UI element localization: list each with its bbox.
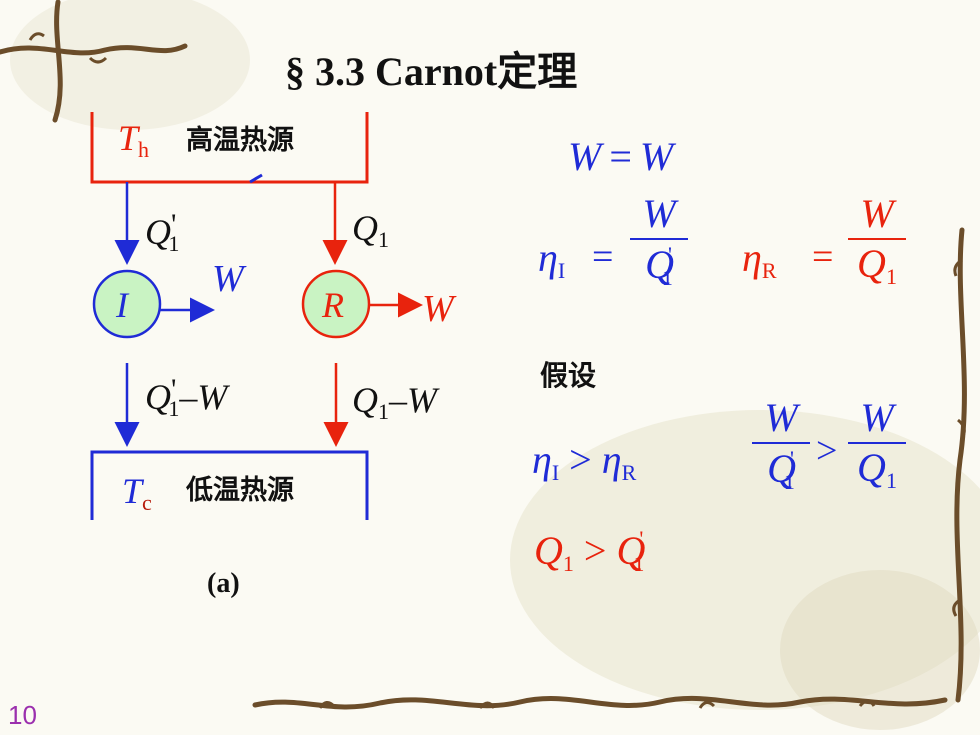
inequality-fraction-op: > — [816, 430, 838, 472]
eta-I-equals: = — [592, 236, 614, 278]
eta-R-fraction: W Q1 — [848, 194, 906, 288]
return-arrow-tip — [249, 173, 263, 184]
engine-I-circle — [92, 269, 162, 339]
page-number: 10 — [8, 700, 37, 730]
equation-w-equal: W=W — [568, 134, 674, 179]
eta-I-symbol: ηI — [538, 235, 566, 283]
cold-reservoir-symbol: Tc — [122, 471, 152, 515]
cold-reservoir-label: 低温热源 — [186, 475, 294, 506]
heat-out-I-label: Q'1–W — [145, 373, 228, 421]
inequality-eta: ηI>ηR — [532, 437, 637, 485]
heat-in-I-label: Q'1 — [145, 208, 180, 256]
hot-reservoir-label: 高温热源 — [186, 125, 294, 156]
heat-out-R-label: Q1–W — [352, 380, 437, 424]
slide-title: § 3.3 Carnot定理 — [285, 49, 578, 94]
eta-I-fraction: W Q'1 — [630, 194, 688, 289]
cold-reservoir-box — [90, 450, 369, 520]
hot-reservoir-symbol: Th — [118, 118, 150, 162]
inequality-fraction-right: W Q1 — [848, 398, 906, 492]
inequality-Q: Q1>Q'1 — [534, 526, 646, 576]
diagram-caption: (a) — [207, 568, 240, 599]
eta-R-symbol: ηR — [742, 235, 777, 283]
engine-I-label: I — [116, 285, 128, 325]
engine-R-label: R — [322, 285, 344, 325]
work-I-label: W — [212, 258, 244, 300]
assume-label: 假设 — [540, 359, 597, 392]
carnot-diagram — [90, 112, 423, 520]
eta-R-equals: = — [812, 236, 834, 278]
heat-in-R-label: Q1 — [352, 208, 389, 252]
work-R-label: W — [422, 288, 454, 330]
inequality-fraction-left: W Q'1 — [752, 398, 810, 493]
hot-reservoir-box — [90, 112, 369, 184]
